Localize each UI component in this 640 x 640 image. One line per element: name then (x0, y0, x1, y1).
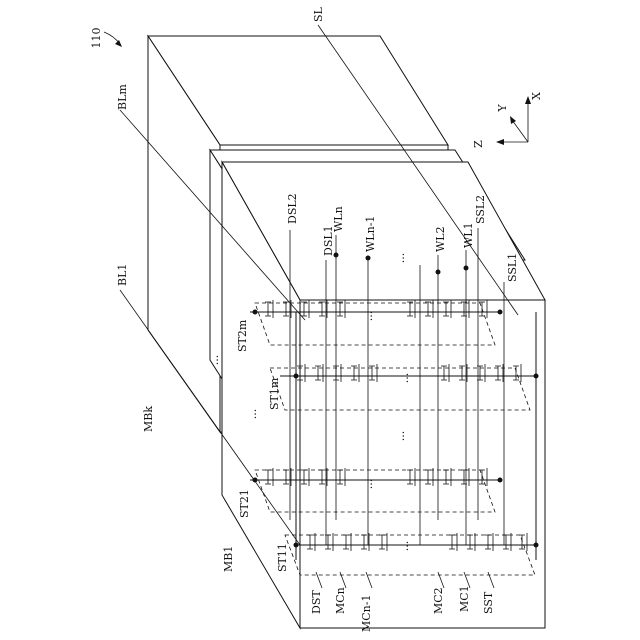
label-st1m: ST1m (268, 377, 281, 410)
axis-z-label: Z (472, 140, 485, 148)
label-mcn: MCn (334, 587, 347, 614)
label-ssl2: SSL2 (474, 195, 487, 224)
label-sl: SL (312, 6, 325, 22)
label-dst: DST (310, 590, 323, 614)
ellipsis: ... (362, 479, 375, 490)
label-st21: ST21 (238, 489, 251, 518)
label-st2m: ST2m (236, 319, 249, 352)
ellipsis: ... (394, 431, 407, 442)
label-wln-1: WLn-1 (364, 216, 377, 252)
label-wln: WLn (332, 206, 345, 232)
axis-y-label: Y (496, 104, 509, 113)
ellipsis: ... (398, 541, 411, 552)
ellipsis: ... (246, 409, 259, 420)
ellipsis: ... (394, 253, 407, 264)
ellipsis: ... (362, 311, 375, 322)
ellipsis: ... (208, 355, 221, 366)
label-wl1: WL1 (462, 222, 475, 248)
label-st11: ST11 (276, 543, 289, 572)
axis-indicator: X Y Z (472, 92, 543, 148)
label-ssl1: SSL1 (506, 253, 519, 282)
label-mc2: MC2 (432, 587, 445, 614)
reference-110: 110 (90, 28, 122, 49)
label-blm: BLm (116, 84, 129, 110)
figure-ref-label: 110 (90, 28, 103, 49)
label-wl2: WL2 (434, 226, 447, 252)
label-mb1: MB1 (222, 546, 235, 572)
label-mbk: MBk (142, 406, 155, 432)
label-bl1: BL1 (116, 264, 129, 286)
label-dsl2: DSL2 (286, 193, 299, 224)
ellipsis: ... (398, 373, 411, 384)
label-mc1: MC1 (458, 585, 471, 612)
axis-x-label: X (530, 92, 543, 100)
label-mcn-1: MCn-1 (360, 595, 373, 632)
label-sst: SST (482, 591, 495, 614)
